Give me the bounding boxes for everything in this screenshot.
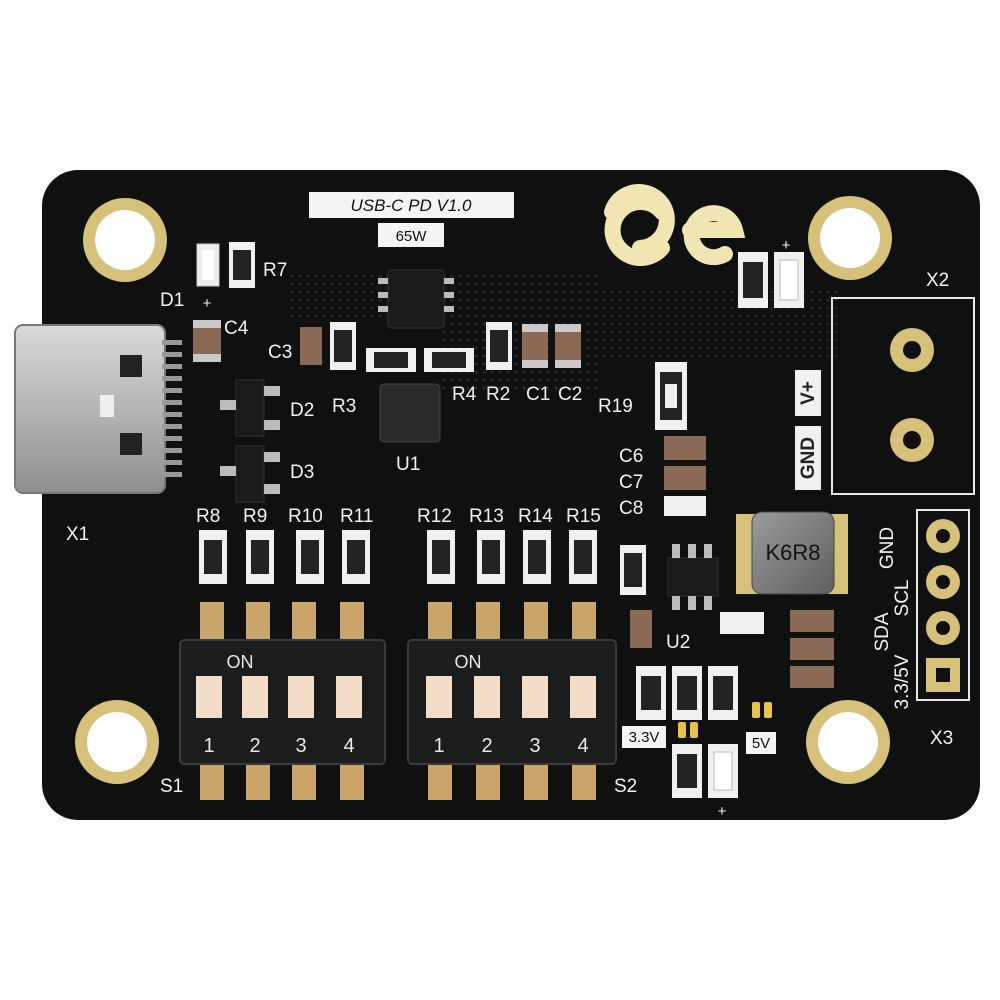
s2-num-3: 3 <box>529 735 540 757</box>
designator-labels: D1 C4 R7 C3 R3 R4 R2 C1 C2 R19 D2 D3 U1 … <box>66 260 953 797</box>
c-right-1 <box>790 610 834 632</box>
solder-jumpers <box>678 702 772 738</box>
title-label: USB-C PD V1.0 <box>351 196 472 215</box>
label-d1: D1 <box>160 290 184 311</box>
plus-mark-top-right: + <box>782 237 791 254</box>
x3-scl-label: SCL <box>892 580 913 617</box>
label-c8: C8 <box>619 498 643 519</box>
label-5v-box <box>746 732 776 754</box>
label-3v3-box <box>622 726 666 748</box>
x2-vplus-label: V+ <box>798 381 819 405</box>
d3-part <box>235 445 265 503</box>
x3-pads <box>926 519 960 692</box>
label-d3: D3 <box>290 462 314 483</box>
x2-gnd-box <box>795 426 821 490</box>
label-s1: S1 <box>160 776 183 797</box>
plus-mark-d1: + <box>203 295 212 312</box>
label-x3: X3 <box>930 728 953 749</box>
label-r8: R8 <box>196 506 220 527</box>
x3-vcc-label: 3.3/5V <box>892 654 913 709</box>
dip-switch-s1[interactable] <box>179 602 386 800</box>
x3-sda-label: SDA <box>872 612 893 651</box>
c7-part <box>664 466 706 490</box>
label-u2: U2 <box>666 632 690 653</box>
resistor-row-right <box>427 530 597 584</box>
label-c4: C4 <box>224 318 249 339</box>
s1-num-3: 3 <box>295 735 306 757</box>
label-r14: R14 <box>518 506 553 527</box>
usb-c-connector-icon <box>14 324 182 494</box>
c-u2-below <box>630 610 652 648</box>
label-u1: U1 <box>396 454 420 475</box>
label-x1: X1 <box>66 524 89 545</box>
label-r7: R7 <box>263 260 287 281</box>
label-r10: R10 <box>288 506 323 527</box>
label-r2: R2 <box>486 384 510 405</box>
u1-part <box>379 383 441 443</box>
c-right-2 <box>790 638 834 660</box>
x2-outline <box>831 297 975 495</box>
ic-top <box>387 269 445 329</box>
label-r12: R12 <box>417 506 452 527</box>
s1-num-4: 4 <box>343 735 354 757</box>
label-r19: R19 <box>598 396 633 417</box>
label-c6: C6 <box>619 446 643 467</box>
d2-part <box>235 379 265 437</box>
s2-num-4: 4 <box>577 735 588 757</box>
label-5v: 5V <box>752 735 770 752</box>
x2-vplus-box <box>795 370 821 416</box>
oe-brand-logo-icon <box>604 184 746 266</box>
x3-outline <box>916 509 970 701</box>
label-s2: S2 <box>614 776 637 797</box>
c8-part <box>664 496 706 516</box>
mounting-holes <box>75 196 892 784</box>
x2-pads <box>890 328 934 462</box>
label-r13: R13 <box>469 506 504 527</box>
label-r4: R4 <box>452 384 477 405</box>
label-r9: R9 <box>243 506 267 527</box>
x3-gnd-label: GND <box>877 527 898 569</box>
c3-part <box>300 327 322 365</box>
r-right-1 <box>720 612 764 634</box>
plus-mark-bottom: + <box>718 803 727 820</box>
s1-num-2: 2 <box>249 735 260 757</box>
label-d2: D2 <box>290 400 314 421</box>
label-r11: R11 <box>340 506 373 527</box>
s1-on-label: ON <box>227 652 254 672</box>
u2-part <box>667 557 719 597</box>
s2-on-label: ON <box>455 652 482 672</box>
power-label: 65W <box>396 228 428 245</box>
s1-num-1: 1 <box>203 735 214 757</box>
label-c1: C1 <box>526 384 550 405</box>
label-c7: C7 <box>619 472 643 493</box>
label-r15: R15 <box>566 506 601 527</box>
x2-gnd-label: GND <box>798 437 819 479</box>
inductor-body <box>751 511 835 595</box>
c-right-3 <box>790 666 834 688</box>
label-x2: X2 <box>926 270 949 291</box>
inductor-marking: K6R8 <box>765 540 820 565</box>
label-3v3: 3.3V <box>629 729 660 746</box>
power-label-box <box>378 223 444 247</box>
dip-switch-s2[interactable] <box>407 602 617 800</box>
c6-part <box>664 436 706 460</box>
label-c2: C2 <box>558 384 582 405</box>
s2-num-1: 1 <box>433 735 444 757</box>
s2-num-2: 2 <box>481 735 492 757</box>
title-label-box <box>309 192 514 218</box>
label-c3: C3 <box>268 342 292 363</box>
resistor-row-left <box>199 530 370 584</box>
label-r3: R3 <box>332 396 356 417</box>
